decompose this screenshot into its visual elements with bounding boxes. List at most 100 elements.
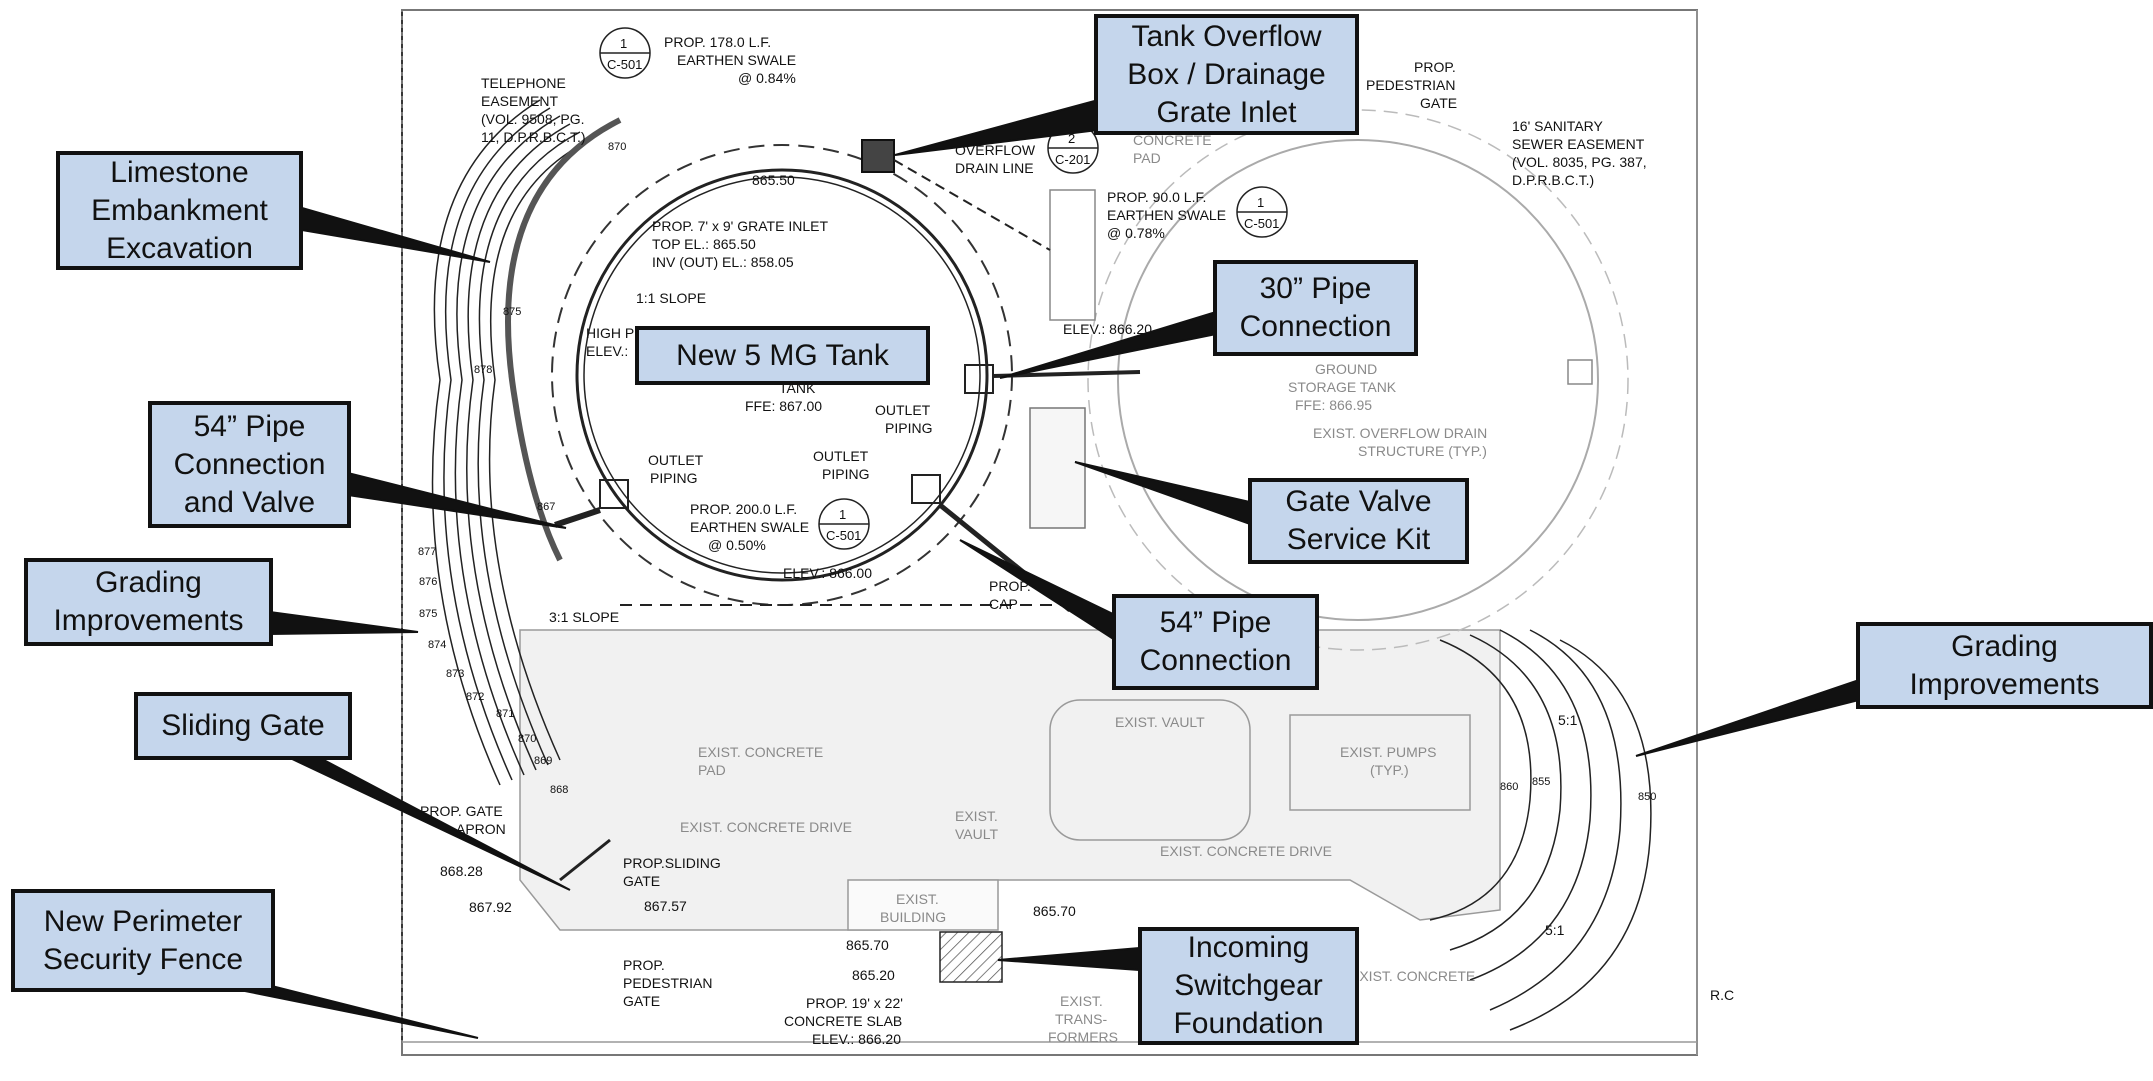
svg-text:EXIST. PUMPS(TYP.): EXIST. PUMPS(TYP.) (1340, 744, 1436, 778)
pipe-54-inch-left (554, 507, 601, 528)
callout-sliding-gate: Sliding Gate (134, 692, 352, 760)
note-sliding-gate: GATE (623, 873, 660, 889)
contour-label: 874 (428, 639, 446, 651)
note-exist-pumps: EXIST. PUMPS (1340, 744, 1436, 760)
callout-grading-left: Grading Improvements (24, 558, 273, 646)
contour-label: 875 (503, 306, 521, 318)
outlet-structure-left (599, 479, 629, 509)
note-swale-200: EARTHEN SWALE (690, 519, 809, 535)
note-pedestrian-gate: GATE (1420, 95, 1457, 111)
contour-label: 870 (518, 733, 536, 745)
callout-perimeter-fence: New Perimeter Security Fence (11, 889, 275, 992)
sheet-reference: 1 C-501 (1236, 186, 1288, 238)
note-elev-86570: 865.70 (1033, 903, 1076, 919)
callout-54-inch-pipe-valve: 54” Pipe Connection and Valve (148, 401, 351, 528)
note-swale-90: @ 0.78% (1107, 225, 1165, 241)
contour-label: 871 (496, 708, 514, 720)
contour-label: 876 (419, 576, 437, 588)
svg-text:PROP.CAP: PROP. CAP (989, 578, 1031, 612)
note-elev-86792: 867.92 (469, 899, 512, 915)
note-exist-building: BUILDING (880, 909, 946, 925)
note-sanitary-easement: D.P.R.B.C.T.) (1512, 172, 1594, 188)
sheet-ref-number: 1 (620, 36, 627, 51)
note-exist-drive-right: EXIST. CONCRETE DRIVE (1160, 843, 1332, 859)
note-swale-178: @ 0.84% (738, 70, 796, 86)
contour-line (488, 139, 591, 761)
note-exist-overflow: EXIST. OVERFLOW DRAIN (1313, 425, 1487, 441)
note-elev-86828: 868.28 (440, 863, 483, 879)
note-concrete-slab: PROP. 19' x 22' (806, 995, 903, 1011)
note-swale-200: @ 0.50% (708, 537, 766, 553)
svg-text:PROP. 178.0 L.F.EARTHEN SWALE@: PROP. 178.0 L.F.EARTHEN SWALE@ 0.84% (664, 34, 796, 86)
callout-pointer (301, 206, 491, 263)
concrete-pad-top (1049, 189, 1096, 321)
callout-new-tank: New 5 MG Tank (635, 326, 930, 385)
callout-grading-right: Grading Improvements (1856, 622, 2153, 709)
note-ground-storage-tank: GROUND (1315, 361, 1377, 377)
contour-label: 877 (418, 546, 436, 558)
existing-concrete-drive (519, 629, 1501, 931)
svg-text:EXIST.VAULT: EXIST.VAULT (955, 808, 998, 842)
note-elev-86620: ELEV.: 866.20 (1063, 321, 1152, 337)
note-slope-51: 5:1 (1558, 712, 1578, 728)
contour-line (1489, 629, 1622, 1011)
note-telephone: EASEMENT (481, 93, 558, 109)
contour-line (1429, 639, 1532, 921)
callout-tank-overflow-box: Tank Overflow Box / Drainage Grate Inlet (1094, 14, 1359, 135)
note-elev-86520: 865.20 (852, 967, 895, 983)
note-outlet-piping: OUTLET (648, 452, 704, 468)
note-prop-cap: PROP. (989, 578, 1031, 594)
note-pedestrian-gate-bottom: PROP. (623, 957, 665, 973)
note-exist-building: EXIST. (896, 891, 939, 907)
callout-gate-valve-kit: Gate Valve Service Kit (1248, 478, 1469, 564)
note-overflow-drain: DRAIN LINE (955, 160, 1034, 176)
callout-limestone-excavation: Limestone Embankment Excavation (56, 151, 303, 270)
note-exist-drive-left: EXIST. CONCRETE DRIVE (680, 819, 852, 835)
existing-tank-rim (1087, 109, 1629, 651)
callout-54-inch-pipe: 54” Pipe Connection (1112, 594, 1319, 690)
existing-overflow-structure (1567, 359, 1593, 385)
note-grate-inlet: TOP EL.: 865.50 (652, 236, 756, 252)
sheet-reference: 1 C-501 (599, 27, 651, 79)
note-swale-200: PROP. 200.0 L.F. (690, 501, 797, 517)
contour-label: 850 (1638, 791, 1656, 803)
note-sanitary-easement: 16' SANITARY (1512, 118, 1604, 134)
note-tank-ffe: FFE: 867.00 (745, 398, 822, 414)
sliding-gate (559, 838, 611, 882)
note-sliding-gate: PROP.SLIDING (623, 855, 721, 871)
note-rc: R.C (1710, 987, 1734, 1003)
note-telephone: TELEPHONE (481, 75, 566, 91)
existing-building (847, 879, 999, 931)
callout-pointer (1074, 461, 1251, 526)
sheet-ref-sheet: C-501 (1244, 216, 1279, 231)
outlet-structure-center (964, 364, 994, 394)
contour-line (454, 115, 561, 776)
svg-text:EXIST.BUILDING: EXIST. BUILDING (880, 891, 946, 925)
svg-text:EXIST.TRANS-FORMERS: EXIST.TRANS-FORMERS (1048, 993, 1118, 1045)
note-gate-apron: APRON (456, 821, 506, 837)
note-outlet-piping: PIPING (885, 420, 932, 436)
note-pedestrian-gate: PEDESTRIAN (1366, 77, 1455, 93)
note-high-point: ELEV.: (586, 343, 628, 359)
note-outlet-piping: PIPING (822, 466, 869, 482)
gate-valve-kit-area (1029, 407, 1086, 529)
switchgear-slab (939, 931, 1003, 983)
note-telephone: 11, D.P.R.B.C.T.) (481, 129, 586, 145)
contour-line (443, 107, 551, 781)
sheet-ref-number: 2 (1068, 131, 1075, 146)
existing-pumps (1289, 714, 1471, 811)
note-elev-86550: 865.50 (752, 172, 795, 188)
note-pedestrian-gate-bottom: PEDESTRIAN (623, 975, 712, 991)
note-grate-inlet: PROP. 7' x 9' GRATE INLET (652, 218, 828, 234)
callout-30-inch-pipe: 30” Pipe Connection (1213, 260, 1418, 356)
note-prop-cap: CAP (989, 596, 1018, 612)
